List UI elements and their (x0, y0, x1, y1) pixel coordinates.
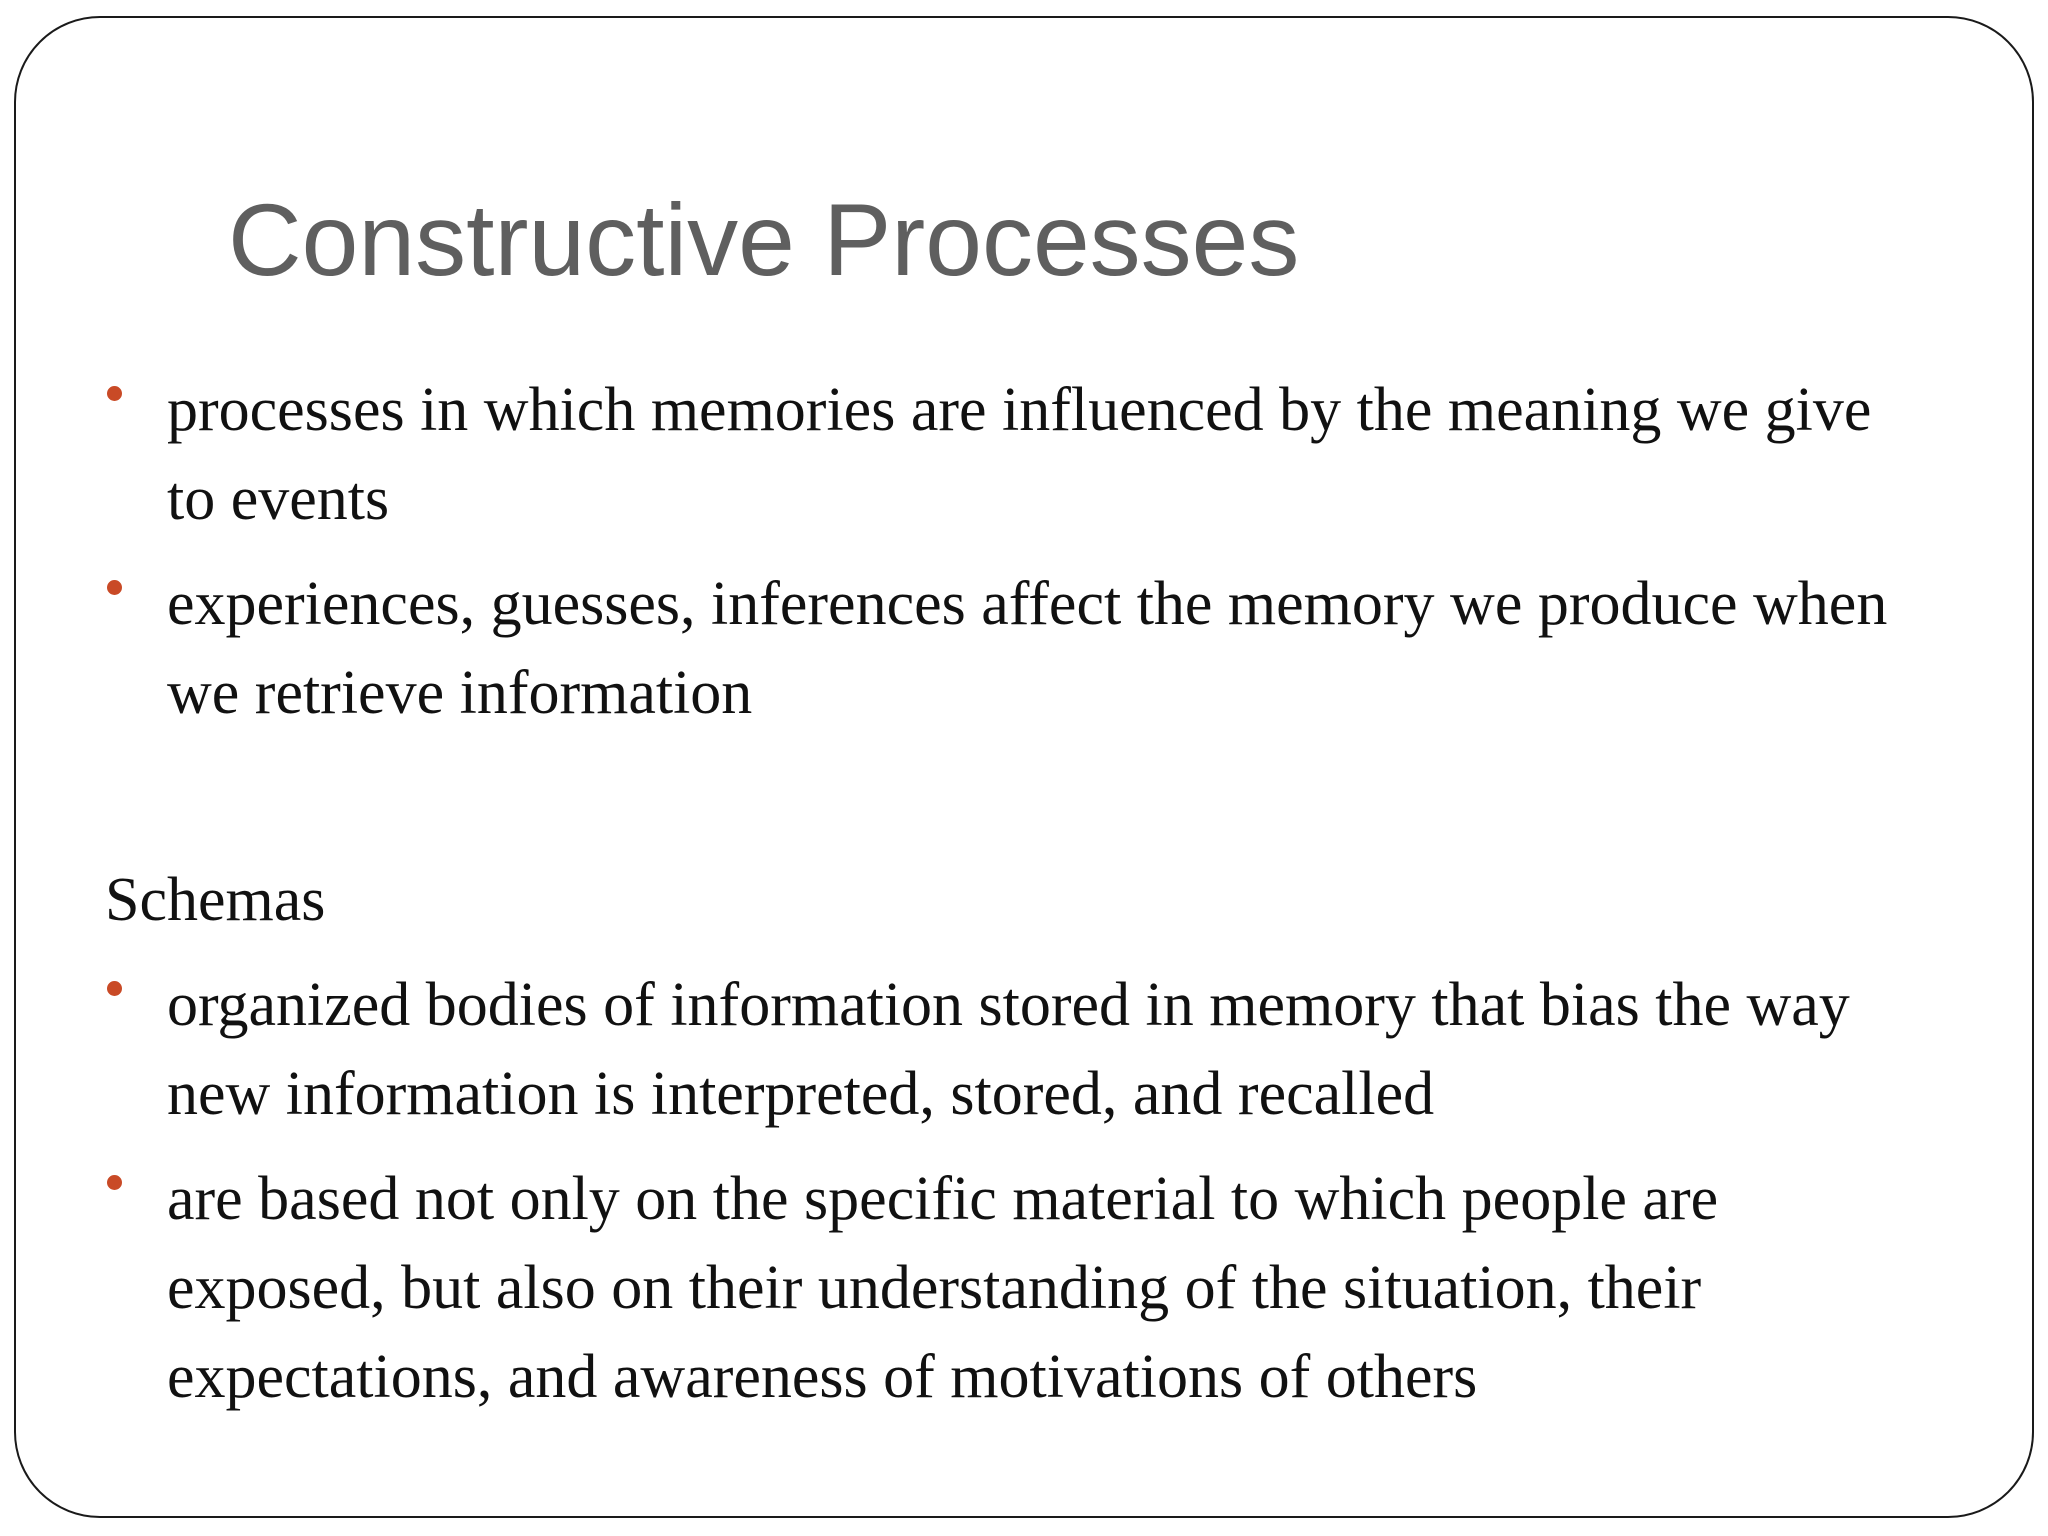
bullet-text: are based not only on the specific mater… (167, 1165, 1719, 1411)
bullet-dot-icon (107, 580, 122, 595)
list-item: are based not only on the specific mater… (90, 1155, 1920, 1422)
bullet-text: organized bodies of information stored i… (167, 971, 1850, 1128)
slide-content: processes in which memories are influenc… (90, 366, 1920, 1438)
list-item: experiences, guesses, inferences affect … (90, 560, 1920, 738)
bullet-list-schemas: organized bodies of information stored i… (90, 961, 1920, 1422)
bullet-list-constructive: processes in which memories are influenc… (90, 366, 1920, 738)
slide-title: Constructive Processes (228, 183, 1300, 297)
list-item: processes in which memories are influenc… (90, 366, 1920, 544)
bullet-text: processes in which memories are influenc… (167, 376, 1872, 533)
list-item: organized bodies of information stored i… (90, 961, 1920, 1139)
slide-frame: Constructive Processes processes in whic… (14, 16, 2034, 1518)
bullet-text: experiences, guesses, inferences affect … (167, 570, 1888, 727)
section-spacer (90, 754, 1920, 856)
bullet-dot-icon (107, 386, 122, 401)
bullet-dot-icon (107, 981, 122, 996)
bullet-dot-icon (107, 1175, 122, 1190)
schemas-heading: Schemas (105, 866, 326, 934)
